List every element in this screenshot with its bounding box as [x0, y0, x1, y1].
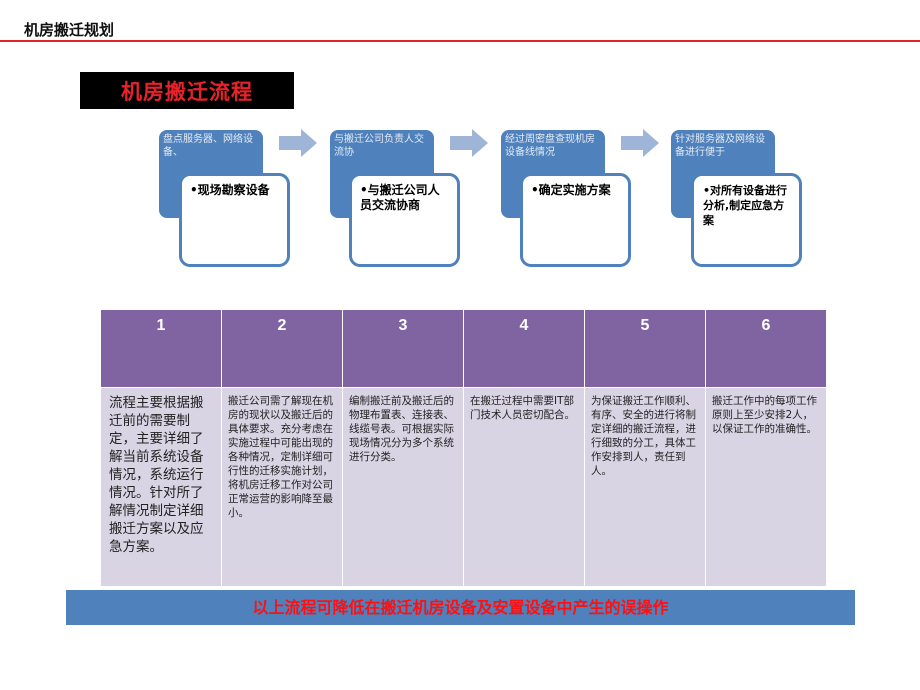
step-2-card: •与搬迁公司人员交流协商: [349, 173, 460, 267]
step-4-card: •对所有设备进行分析,制定应急方案: [691, 173, 802, 267]
step-2-label: •与搬迁公司人员交流协商: [360, 183, 440, 212]
section-title-box: 机房搬迁流程: [80, 72, 294, 109]
table-header-cell: 5: [584, 309, 706, 388]
arrow-right-icon: [450, 129, 488, 157]
table-header-row: 1 2 3 4 5 6: [100, 309, 827, 388]
section-title: 机房搬迁流程: [121, 78, 253, 104]
table-cell: 搬迁公司需了解现在机房的现状以及搬迁后的具体要求。充分考虑在实施过程中可能出现的…: [221, 387, 343, 587]
table-header-cell: 6: [705, 309, 827, 388]
conclusion-banner: 以上流程可降低在搬迁机房设备及安置设备中产生的误操作: [66, 590, 855, 625]
table-cell: 为保证搬迁工作顺利、有序、安全的进行将制定详细的搬迁流程，进行细致的分工，具体工…: [584, 387, 706, 587]
step-3-card: •确定实施方案: [520, 173, 631, 267]
table-cell: 编制搬迁前及搬迁后的物理布置表、连接表、线缆号表。可根据实际现场情况分为多个系统…: [342, 387, 464, 587]
header-divider: [0, 40, 920, 42]
conclusion-text: 以上流程可降低在搬迁机房设备及安置设备中产生的误操作: [252, 598, 669, 617]
step-2-back-text: 与搬迁公司负责人交流协: [334, 134, 424, 158]
table-cell: 在搬迁过程中需要IT部门技术人员密切配合。: [463, 387, 585, 587]
table-cell: 搬迁工作中的每项工作原则上至少安排2人，以保证工作的准确性。: [705, 387, 827, 587]
table-header-cell: 4: [463, 309, 585, 388]
arrow-right-icon: [621, 129, 659, 157]
plan-table: 1 2 3 4 5 6 流程主要根据搬迁前的需要制定，主要详细了解当前系统设备情…: [100, 309, 827, 587]
step-4-label: •对所有设备进行分析,制定应急方案: [703, 184, 788, 227]
table-header-cell: 1: [100, 309, 222, 388]
step-1-label: •现场勘察设备: [190, 183, 270, 197]
step-1-back-text: 盘点服务器、网络设备、: [163, 134, 253, 158]
page-header-title: 机房搬迁规划: [24, 21, 115, 39]
table-cell: 流程主要根据搬迁前的需要制定，主要详细了解当前系统设备情况，系统运行情况。针对所…: [100, 387, 222, 587]
table-header-cell: 2: [221, 309, 343, 388]
step-4-back-text: 针对服务器及网络设备进行便于: [675, 134, 765, 158]
table-header-cell: 3: [342, 309, 464, 388]
step-1-card: •现场勘察设备: [179, 173, 290, 267]
arrow-right-icon: [279, 129, 317, 157]
step-3-label: •确定实施方案: [531, 183, 611, 197]
table-row: 流程主要根据搬迁前的需要制定，主要详细了解当前系统设备情况，系统运行情况。针对所…: [100, 387, 827, 587]
step-3-back-text: 经过周密盘查现机房设备线情况: [505, 134, 595, 158]
